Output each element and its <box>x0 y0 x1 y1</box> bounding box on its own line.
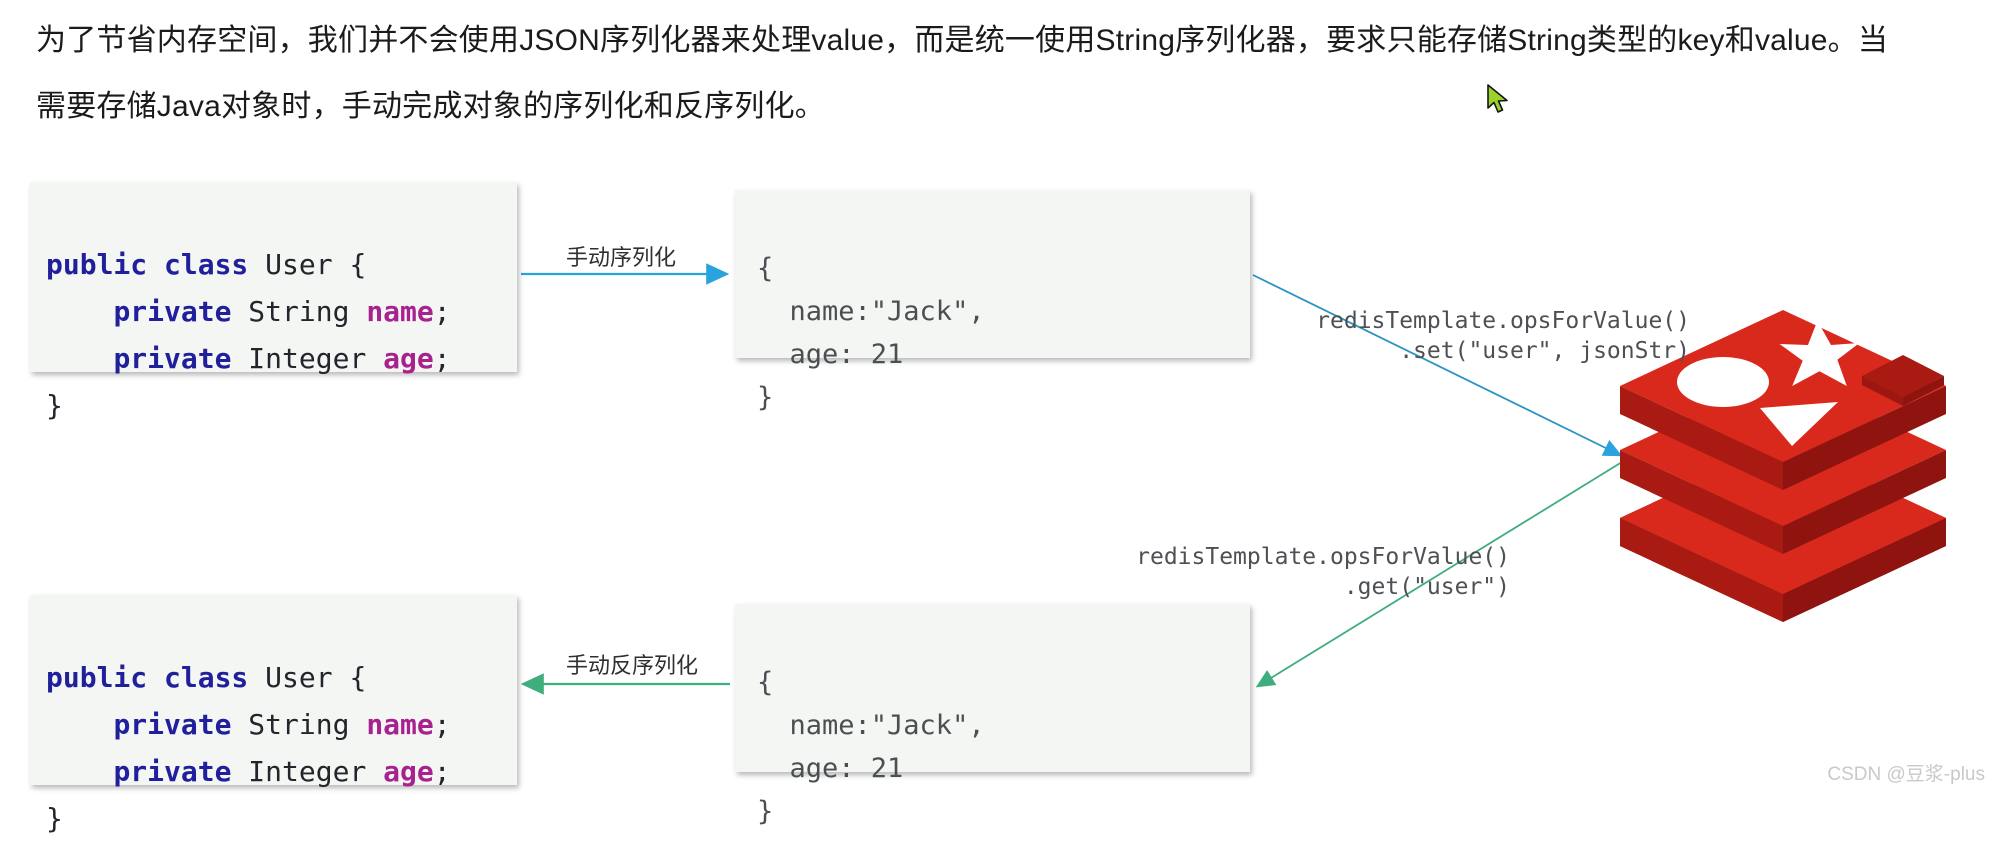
json-panel-bottom: { name:"Jack", age: 21 } <box>735 604 1250 827</box>
code-indent <box>46 755 113 788</box>
label-redis-set: redisTemplate.opsForValue() .set("user",… <box>1180 276 1690 366</box>
code-keyword-public-class: public class <box>46 248 249 281</box>
page-title: 为了节省内存空间，我们并不会使用JSON序列化器来处理value，而是统一使用S… <box>36 24 1889 123</box>
code-field-age: age <box>383 342 434 375</box>
label-redis-get: redisTemplate.opsForValue() .get("user") <box>1000 512 1510 602</box>
code-indent <box>46 295 113 328</box>
label-redis-set-line1: redisTemplate.opsForValue() <box>1316 308 1690 334</box>
code-semicolon-1: ; <box>433 708 451 741</box>
code-keyword-private-2: private <box>113 755 232 788</box>
json-age-line: age: 21 <box>757 339 904 370</box>
json-age-line: age: 21 <box>757 753 904 784</box>
code-type-user: User { <box>248 661 367 694</box>
label-deserialize: 手动反序列化 <box>566 653 699 678</box>
java-class-panel-bottom: public class User { private String name;… <box>30 595 517 835</box>
code-keyword-private-1: private <box>113 295 232 328</box>
code-type-integer: Integer <box>231 755 384 788</box>
code-semicolon-1: ; <box>433 295 451 328</box>
code-keyword-private-1: private <box>113 708 232 741</box>
code-close-brace: } <box>46 802 63 835</box>
code-semicolon-2: ; <box>433 755 451 788</box>
redis-triangle-glyph <box>1760 402 1838 446</box>
code-indent <box>46 342 113 375</box>
redis-cube-glyph <box>1862 355 1944 406</box>
code-keyword-public-class: public class <box>46 661 249 694</box>
code-keyword-private-2: private <box>113 342 232 375</box>
json-panel-top: { name:"Jack", age: 21 } <box>735 190 1250 413</box>
code-type-integer: Integer <box>231 342 384 375</box>
mouse-cursor-arrow <box>1487 84 1508 113</box>
code-semicolon-2: ; <box>433 342 451 375</box>
json-name-line: name:"Jack", <box>757 710 985 741</box>
json-close-brace: } <box>757 382 774 413</box>
redis-ellipse-glyph <box>1677 357 1769 407</box>
code-type-string: String <box>231 295 367 328</box>
code-field-name: name <box>366 708 434 741</box>
json-open-brace: { <box>757 253 774 284</box>
code-close-brace: } <box>46 389 63 422</box>
code-field-name: name <box>366 295 434 328</box>
watermark: CSDN @豆浆-plus <box>1827 764 1985 785</box>
json-name-line: name:"Jack", <box>757 296 985 327</box>
json-close-brace: } <box>757 796 774 827</box>
json-open-brace: { <box>757 667 774 698</box>
label-redis-get-line1: redisTemplate.opsForValue() <box>1136 544 1510 570</box>
code-field-age: age <box>383 755 434 788</box>
code-type-user: User { <box>248 248 367 281</box>
label-redis-set-line2: .set("user", jsonStr) <box>1399 338 1690 364</box>
code-type-string: String <box>231 708 367 741</box>
redis-star-glyph <box>1779 320 1860 386</box>
java-class-panel-top: public class User { private String name;… <box>30 182 517 422</box>
label-redis-get-line2: .get("user") <box>1343 574 1510 600</box>
label-serialize: 手动序列化 <box>566 245 677 270</box>
code-indent <box>46 708 113 741</box>
diagram-canvas: 为了节省内存空间，我们并不会使用JSON序列化器来处理value，而是统一使用S… <box>30 24 1985 835</box>
